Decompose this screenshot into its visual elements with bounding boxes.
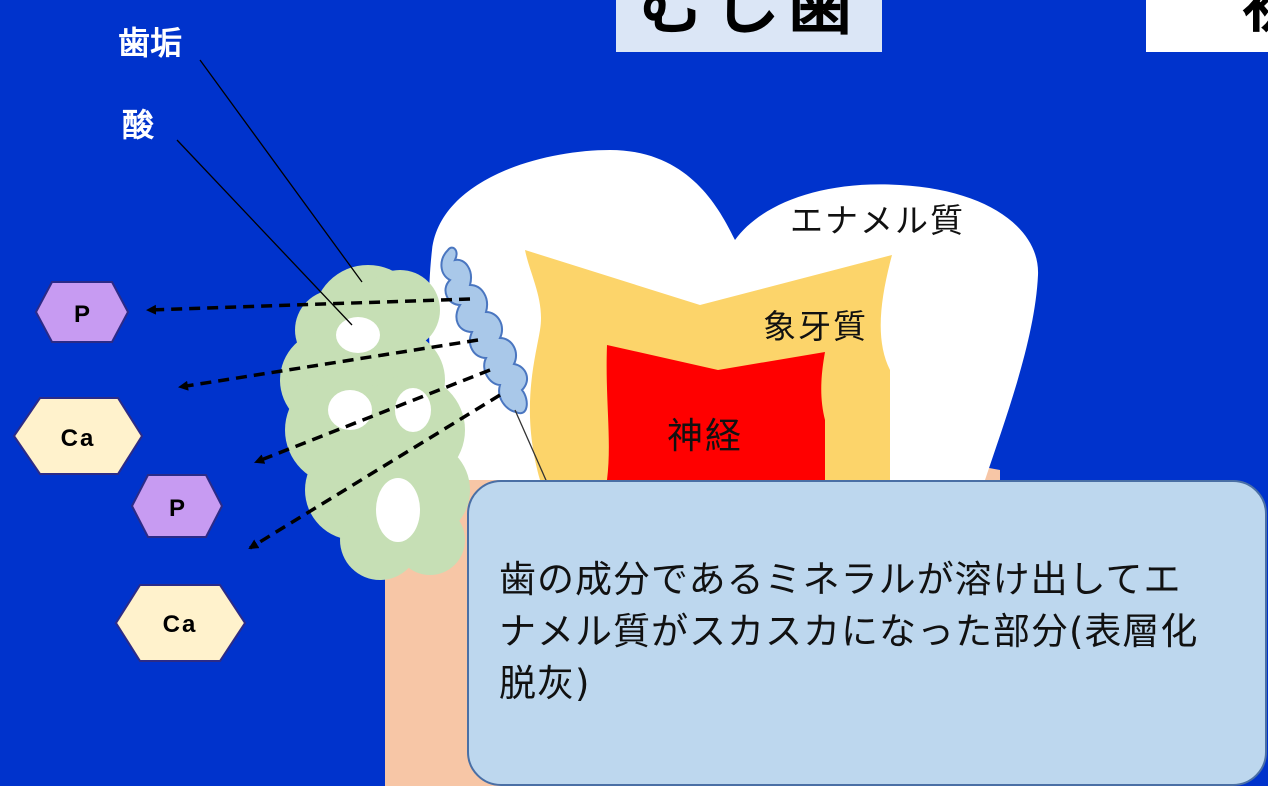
mineral-p-2: P	[130, 474, 224, 538]
acid-bubbles	[328, 317, 431, 542]
title-box: むし歯	[616, 0, 882, 52]
mineral-p-1-label: P	[74, 301, 90, 328]
mineral-ca-1: Ca	[12, 397, 144, 475]
title-text: むし歯	[637, 0, 860, 45]
mineral-ca-2-label: Ca	[163, 611, 198, 638]
acid-leader	[176, 139, 353, 326]
enamel-label: エナメル質	[790, 201, 965, 240]
demineralized-area	[440, 246, 529, 415]
gum-lower	[385, 560, 470, 745]
title-box-right: 初	[1146, 0, 1268, 52]
title-right-text: 初	[1242, 0, 1268, 41]
mineral-ca-2: Ca	[114, 584, 247, 662]
acid-label: 酸	[122, 106, 155, 144]
mineral-p-2-label: P	[169, 495, 185, 522]
nerve-label: 神経	[667, 416, 743, 457]
dentin-label: 象牙質	[763, 307, 868, 346]
nerve	[606, 345, 825, 480]
mineral-arrows	[146, 297, 501, 550]
callout-box: 歯の成分であるミネラルが溶け出してエナメル質がスカスカになった部分(表層化脱灰)	[467, 480, 1267, 786]
callout-text: 歯の成分であるミネラルが溶け出してエナメル質がスカスカになった部分(表層化脱灰)	[499, 558, 1199, 705]
plaque-leader	[199, 59, 363, 283]
mineral-p-1: P	[34, 281, 130, 343]
mineral-ca-1-label: Ca	[61, 425, 96, 452]
plaque-label: 歯垢	[118, 24, 183, 62]
